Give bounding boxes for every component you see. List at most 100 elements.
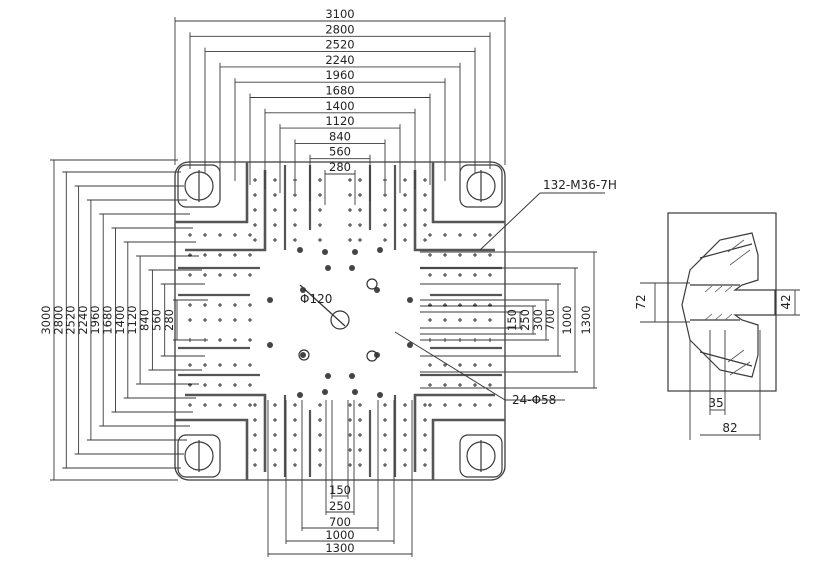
tapped-hole-mark (318, 463, 322, 467)
tapped-hole-mark (233, 233, 237, 237)
tapped-holes (188, 178, 492, 467)
tapped-hole-mark (443, 273, 447, 277)
tapped-hole-mark (403, 433, 407, 437)
tapped-hole-mark (218, 318, 222, 322)
tapped-hole-mark (318, 448, 322, 452)
tapped-hole-mark (293, 238, 297, 242)
tapped-hole-mark (383, 403, 387, 407)
tapped-hole-mark (233, 338, 237, 342)
tapped-hole-mark (358, 433, 362, 437)
tapped-hole-mark (253, 418, 257, 422)
tapped-hole-mark (428, 318, 432, 322)
tapped-hole-mark (403, 238, 407, 242)
center-diameter-label: Φ120 (300, 292, 332, 306)
section-dim-lines (640, 282, 800, 440)
tapped-hole-mark (218, 363, 222, 367)
tapped-hole-mark (233, 253, 237, 257)
right-dim-label: 250 (518, 309, 532, 331)
tapped-hole-mark (458, 233, 462, 237)
tapped-hole-mark (248, 303, 252, 307)
tapped-hole-mark (423, 418, 427, 422)
tapped-hole-mark (403, 463, 407, 467)
right-dimension-ladder (420, 251, 597, 389)
tapped-hole-mark (348, 223, 352, 227)
tapped-hole-mark (348, 418, 352, 422)
tapped-hole-mark (383, 238, 387, 242)
top-dim-label: 3100 (325, 7, 354, 21)
tapped-hole-mark (233, 318, 237, 322)
tapped-hole-mark (423, 238, 427, 242)
bottom-dimension-ladder (267, 400, 413, 557)
tapped-hole-mark (203, 233, 207, 237)
tapped-hole-mark (188, 363, 192, 367)
tapped-hole-mark (458, 273, 462, 277)
tapped-hole-mark (188, 403, 192, 407)
tapped-hole-mark (253, 463, 257, 467)
tapped-hole-mark (348, 238, 352, 242)
tapped-hole-mark (383, 433, 387, 437)
tapped-hole-mark (473, 253, 477, 257)
tapped-hole-mark (443, 318, 447, 322)
left-dim-label: 2240 (76, 305, 90, 334)
tapped-hole-mark (403, 403, 407, 407)
left-dim-label: 2520 (64, 305, 78, 334)
tapped-hole-mark (348, 208, 352, 212)
tapped-hole-mark (273, 178, 277, 182)
tapped-hole-mark (473, 273, 477, 277)
tapped-hole-mark (253, 178, 257, 182)
tapped-hole-mark (358, 193, 362, 197)
tapped-hole-mark (233, 383, 237, 387)
tapped-hole-mark (233, 303, 237, 307)
top-dimension-ladder (174, 17, 506, 205)
top-dim-label: 1120 (325, 114, 354, 128)
tapped-hole-mark (473, 233, 477, 237)
tapped-hole-mark (403, 223, 407, 227)
tapped-hole-mark (403, 208, 407, 212)
tapped-hole-mark (253, 403, 257, 407)
tapped-hole-mark (383, 418, 387, 422)
tapped-hole-mark (383, 208, 387, 212)
tapped-hole-mark (253, 208, 257, 212)
tapped-hole-mark (428, 363, 432, 367)
tapped-hole-mark (203, 403, 207, 407)
tapped-hole-mark (273, 208, 277, 212)
tapped-hole-mark (348, 433, 352, 437)
tapped-hole-mark (188, 303, 192, 307)
section-dim-82: 82 (722, 421, 737, 435)
tapped-hole-mark (248, 318, 252, 322)
tapped-hole-mark (318, 238, 322, 242)
tapped-hole-mark (423, 403, 427, 407)
tapped-hole-mark (358, 448, 362, 452)
tapped-hole-mark (348, 463, 352, 467)
leader-lines (394, 192, 605, 401)
tie-bar-holes (177, 164, 503, 478)
tapped-hole-mark (458, 383, 462, 387)
tapped-hole-mark (273, 463, 277, 467)
tapped-hole-mark (488, 273, 492, 277)
tapped-hole-mark (318, 223, 322, 227)
top-dim-label: 1400 (325, 99, 354, 113)
bottom-dim-label: 1300 (325, 541, 354, 555)
bottom-dim-label: 1000 (325, 528, 354, 542)
tapped-hole-mark (218, 338, 222, 342)
tapped-hole-mark (358, 463, 362, 467)
tapped-hole-mark (318, 193, 322, 197)
tapped-hole-mark (473, 403, 477, 407)
left-dim-label: 1680 (101, 305, 115, 334)
tapped-hole-mark (458, 403, 462, 407)
tapped-hole-mark (428, 273, 432, 277)
tapped-hole-mark (218, 253, 222, 257)
tapped-hole-mark (273, 418, 277, 422)
top-dim-label: 2240 (325, 53, 354, 67)
tapped-hole-mark (348, 178, 352, 182)
section-dim-72: 72 (634, 294, 648, 309)
tapped-hole-mark (273, 193, 277, 197)
tapped-hole-mark (188, 233, 192, 237)
tapped-hole-mark (293, 433, 297, 437)
tapped-hole-mark (443, 363, 447, 367)
tapped-hole-mark (458, 363, 462, 367)
tapped-hole-mark (218, 273, 222, 277)
left-dim-label: 1960 (88, 305, 102, 334)
tapped-hole-mark (383, 463, 387, 467)
tapped-hole-mark (488, 363, 492, 367)
